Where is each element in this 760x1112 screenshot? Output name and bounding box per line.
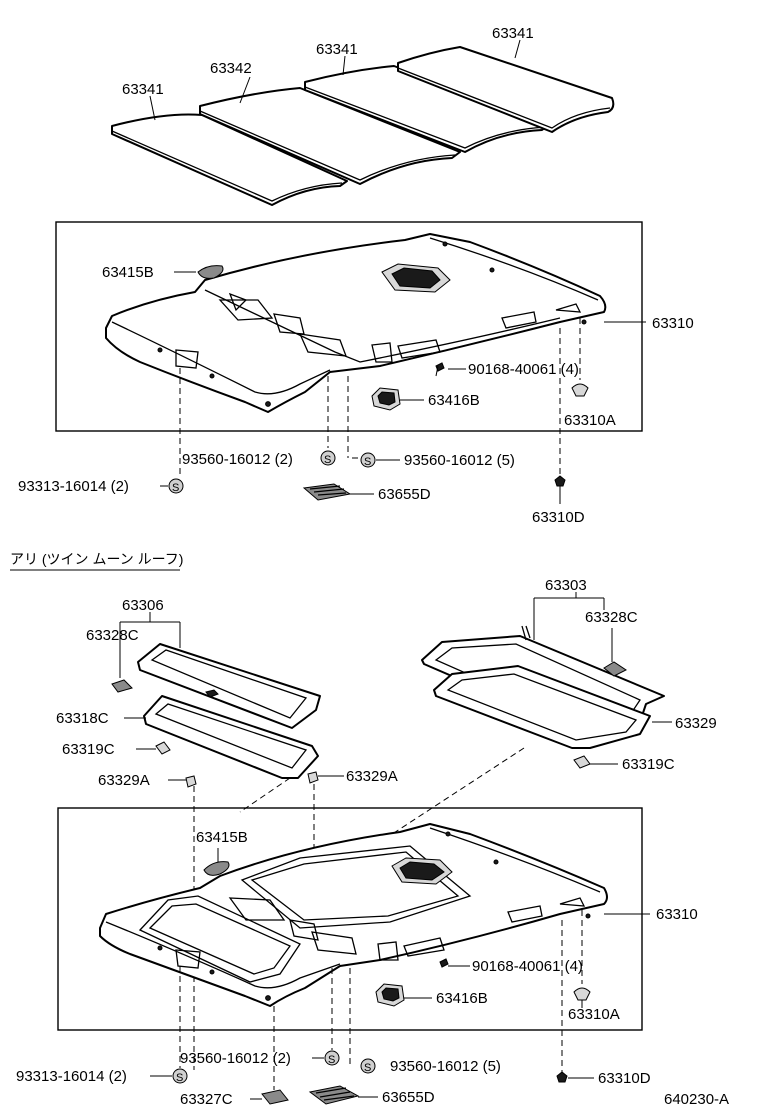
- label-63329A-left: 63329A: [98, 772, 150, 789]
- screw-symbol-text: S: [364, 456, 371, 468]
- label-63341-right: 63341: [492, 25, 534, 42]
- part-63655D-top: [302, 483, 352, 501]
- screw-symbol-93560-b-top: [360, 452, 376, 468]
- label-63310A-bottom: 63310A: [568, 1006, 620, 1023]
- part-63328C-left: [111, 679, 133, 693]
- part-63327C: [261, 1089, 289, 1105]
- label-63310-top: 63310: [652, 315, 694, 332]
- label-63341-left: 63341: [122, 81, 164, 98]
- part-63415B-bottom: [203, 861, 230, 876]
- pad-63341-right: [397, 46, 615, 133]
- part-63310A-top: [571, 383, 589, 397]
- screw-symbol-93560-a-bottom: [324, 1050, 340, 1066]
- screw-symbol-text: S: [176, 1072, 183, 1084]
- headlining-assy-standard: S S S 63415B 63310 90168-40061 (4) 63416…: [18, 221, 694, 526]
- clip-90168-bottom: [439, 958, 449, 968]
- part-63329: [433, 665, 651, 749]
- part-63310D-bottom: [556, 1071, 568, 1083]
- assembly-frame-top: [55, 221, 643, 432]
- screw-symbol-text: S: [364, 1062, 371, 1074]
- part-63306: [137, 643, 321, 729]
- label-63415B-bottom: 63415B: [196, 829, 248, 846]
- label-90168-bottom: 90168-40061 (4): [472, 958, 583, 975]
- label-63329: 63329: [675, 715, 717, 732]
- clip-63329A-mid: [307, 771, 319, 784]
- label-93560-a-top: 93560-16012 (2): [182, 451, 293, 468]
- figure-id: 640230-A: [664, 1091, 729, 1108]
- label-93313-bottom: 93313-16014 (2): [16, 1068, 127, 1085]
- label-63328C-right: 63328C: [585, 609, 638, 626]
- screw-symbol-text: S: [328, 1054, 335, 1066]
- headlining-assy-moon-roof: S S S 63415B 63310 90168-40061 (4) 63416…: [16, 807, 729, 1108]
- part-63310D-top: [554, 475, 566, 487]
- label-63319C-right: 63319C: [622, 756, 675, 773]
- label-63415B-top: 63415B: [102, 264, 154, 281]
- clip-63329A-left: [185, 775, 197, 788]
- screw-symbol-93560-b-bottom: [360, 1058, 376, 1074]
- label-93560-a-bottom: 93560-16012 (2): [180, 1050, 291, 1067]
- label-63310A-top: 63310A: [564, 412, 616, 429]
- part-63318C: [143, 695, 319, 779]
- screw-symbol-text: S: [172, 482, 179, 494]
- label-63310-bottom: 63310: [656, 906, 698, 923]
- label-63306: 63306: [122, 597, 164, 614]
- screw-symbol-text: S: [324, 454, 331, 466]
- screw-symbol-93313-bottom: [172, 1068, 188, 1084]
- label-63310D-bottom: 63310D: [598, 1070, 651, 1087]
- headliner-body-top: [105, 233, 607, 413]
- label-63342: 63342: [210, 60, 252, 77]
- screw-symbol-93560-a-top: [320, 450, 336, 466]
- label-63319C-left: 63319C: [62, 741, 115, 758]
- label-63327C: 63327C: [180, 1091, 233, 1108]
- label-63310D-top: 63310D: [532, 509, 585, 526]
- part-63415B-top: [197, 265, 224, 279]
- label-63341-third: 63341: [316, 41, 358, 58]
- part-63319C-right: [573, 755, 591, 769]
- part-63319C-left: [155, 741, 171, 755]
- pad-63341-left: [111, 113, 348, 206]
- label-93560-b-top: 93560-16012 (5): [404, 452, 515, 469]
- screw-symbol-93313-top: [168, 478, 184, 494]
- silencer-pads: 63341 63342 63341 63341: [111, 25, 615, 206]
- label-63416B-bottom: 63416B: [436, 990, 488, 1007]
- part-63310A-bottom: [573, 987, 591, 1001]
- label-63328C-left: 63328C: [86, 627, 139, 644]
- label-63318C: 63318C: [56, 710, 109, 727]
- pad-63342: [199, 87, 461, 185]
- label-63303: 63303: [545, 577, 587, 594]
- section-title-twin-moon-roof: アリ (ツイン ムーン ルーフ): [10, 551, 183, 567]
- label-63329A-mid: 63329A: [346, 768, 398, 785]
- moon-roof-trims: 63306 63328C 63318C 63319C 63329A 63329A…: [56, 577, 717, 1070]
- pad-63341-third: [304, 65, 551, 153]
- label-93313-top: 93313-16014 (2): [18, 478, 129, 495]
- label-63655D-bottom: 63655D: [382, 1089, 435, 1106]
- label-63416B-top: 63416B: [428, 392, 480, 409]
- part-63328C-right: [603, 661, 627, 677]
- label-93560-b-bottom: 93560-16012 (5): [390, 1058, 501, 1075]
- label-90168-top: 90168-40061 (4): [468, 361, 579, 378]
- headliner-body-bottom: [99, 823, 608, 1007]
- label-63655D-top: 63655D: [378, 486, 431, 503]
